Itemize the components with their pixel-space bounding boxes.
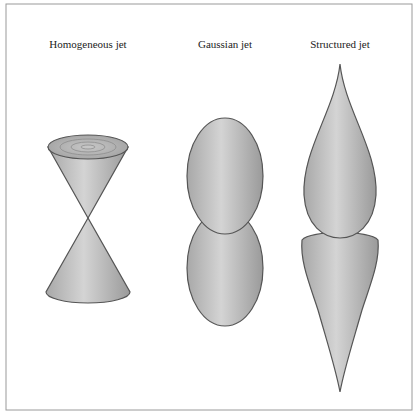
frame: [6, 4, 412, 410]
gaussian-jet-shape: [187, 118, 263, 326]
structured-jet-shape: [302, 64, 379, 392]
jet-label: Structured jet: [310, 38, 370, 51]
jet-label: Homogeneous jet: [49, 38, 126, 51]
jet-label: Gaussian jet: [198, 38, 252, 51]
homogeneous-jet-shape: [46, 135, 130, 303]
